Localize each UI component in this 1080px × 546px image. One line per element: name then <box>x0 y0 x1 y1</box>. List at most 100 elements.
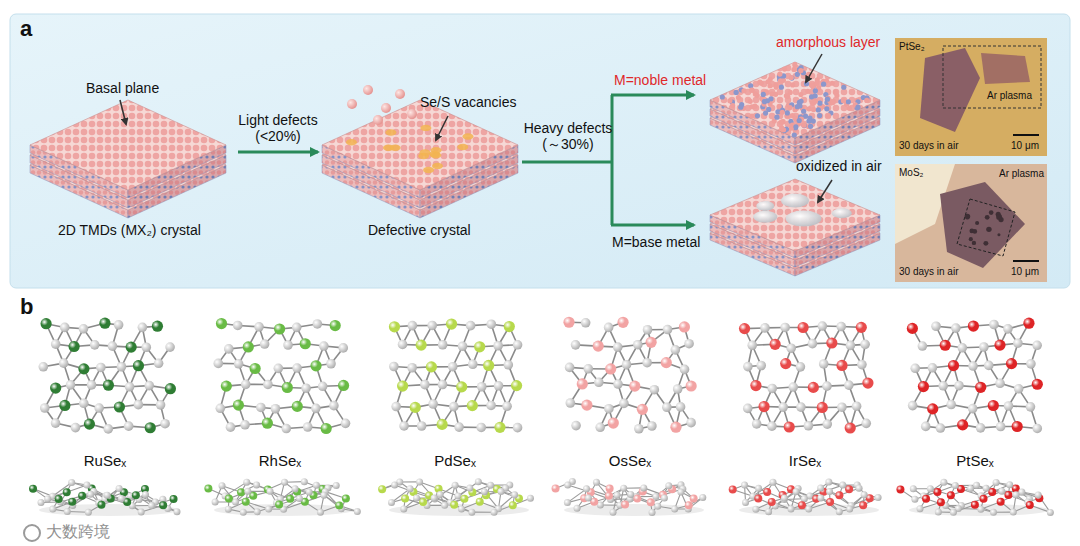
metal-atom <box>577 378 588 389</box>
selenium-atom <box>292 363 302 373</box>
selenium-atom <box>391 402 401 412</box>
lattice-side-view <box>378 478 534 516</box>
amorphous-atom <box>785 110 790 115</box>
metal-atom <box>389 321 400 332</box>
selenium-atom <box>566 398 576 408</box>
selenium-atom <box>808 339 818 349</box>
selenium-atom <box>212 498 219 505</box>
selenium-atom <box>448 362 458 372</box>
selenium-atom <box>917 505 924 512</box>
selenium-atom <box>1004 401 1014 411</box>
oxide-patch <box>786 211 822 227</box>
metal-atom <box>690 495 698 503</box>
selenium-atom <box>96 363 106 373</box>
process-arrow <box>611 94 694 97</box>
selenium-atom <box>296 495 303 502</box>
selenium-atom <box>225 506 232 513</box>
metal-atom <box>988 400 999 411</box>
amorphous-atom <box>813 93 818 98</box>
selenium-atom <box>571 421 581 431</box>
metal-atom <box>856 322 867 333</box>
callout-label: Basal plane <box>86 80 159 97</box>
metal-atom <box>504 321 515 332</box>
amorphous-atom <box>793 124 798 129</box>
selenium-atom <box>216 403 226 413</box>
selenium-atom <box>1014 384 1024 394</box>
vacancy-mark <box>419 149 430 155</box>
selenium-atom <box>818 321 828 331</box>
selenium-atom <box>861 419 871 429</box>
metal-atom <box>419 498 427 506</box>
metal-atom <box>845 485 853 493</box>
metal-atom <box>896 485 904 493</box>
bond <box>810 482 829 496</box>
amorphous-atom <box>748 83 753 88</box>
selenium-atom <box>662 402 672 412</box>
shadow <box>389 504 529 516</box>
selenium-atom <box>116 485 123 492</box>
selenium-atom <box>1010 509 1017 516</box>
selenium-atom <box>282 424 292 434</box>
amorphous-atom <box>773 92 778 97</box>
selenium-atom <box>967 485 974 492</box>
metal-atom <box>835 491 843 499</box>
selenium-atom <box>780 323 790 333</box>
metal-atom <box>437 419 448 430</box>
amorphous-atom <box>778 78 783 83</box>
lattice-side-view <box>896 479 1053 516</box>
selenium-atom <box>85 509 92 516</box>
selenium-atom <box>438 340 448 350</box>
selenium-atom <box>428 399 438 409</box>
selenium-atom <box>481 488 488 495</box>
selenium-atom <box>449 402 459 412</box>
metal-atom <box>605 492 613 500</box>
selenium-atom <box>134 400 144 410</box>
metal-atom <box>132 491 140 499</box>
selenium-atom <box>650 385 660 395</box>
selenium-atom <box>491 509 498 516</box>
lattice-top-view <box>389 318 523 432</box>
metal-atom <box>637 404 648 415</box>
metal-atom <box>446 318 457 329</box>
lattice-side-view <box>29 479 180 516</box>
amorphous-atom <box>834 93 839 98</box>
arrow-label: Light defects (<20%) <box>230 112 326 144</box>
selenium-atom <box>452 482 459 489</box>
selenium-atom <box>454 422 464 432</box>
selenium-atom <box>938 381 948 391</box>
selenium-atom <box>633 340 643 350</box>
metal-atom <box>763 488 771 496</box>
metal-atom <box>99 318 110 329</box>
selenium-atom <box>244 488 251 495</box>
selenium-atom <box>226 422 236 432</box>
amorphous-atom <box>765 79 770 84</box>
metal-atom <box>474 341 485 352</box>
photo-note: 30 days in air <box>899 266 958 278</box>
metal-atom <box>68 341 79 352</box>
selenium-atom <box>676 402 686 412</box>
selenium-atom <box>839 482 846 489</box>
selenium-atom <box>836 508 843 515</box>
amorphous-atom <box>777 71 782 76</box>
selenium-atom <box>781 495 788 502</box>
metal-atom <box>41 318 52 329</box>
selenium-atom <box>634 424 644 434</box>
metal-atom <box>338 380 349 391</box>
metal-atom <box>836 360 847 371</box>
metal-atom <box>250 363 261 374</box>
selenium-atom <box>796 362 806 372</box>
amorphous-atom <box>780 110 785 115</box>
amorphous-atom <box>749 104 754 109</box>
metal-atom <box>342 495 350 503</box>
photo-note: Ar plasma <box>999 168 1044 180</box>
selenium-atom <box>493 341 503 351</box>
selenium-atom <box>256 403 266 413</box>
amorphous-atom <box>830 100 835 105</box>
selenium-atom <box>431 494 438 501</box>
selenium-atom <box>910 485 917 492</box>
selenium-atom <box>756 361 766 371</box>
amorphous-atom <box>762 99 767 104</box>
amorphous-atom <box>734 90 739 95</box>
scale-label: 10 μm <box>1011 140 1039 152</box>
